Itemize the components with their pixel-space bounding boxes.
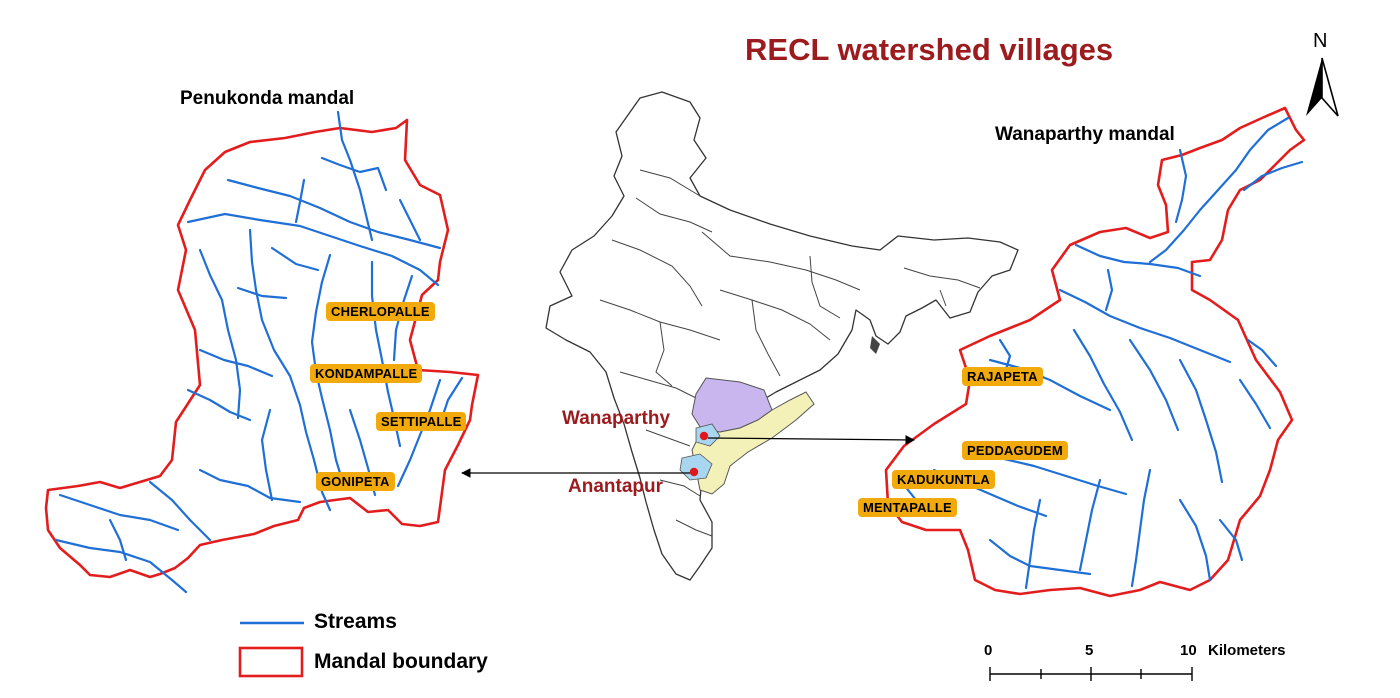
- wanaparthy-mandal-label: Wanaparthy mandal: [995, 124, 1175, 145]
- penukonda-mandal-label: Penukonda mandal: [180, 88, 355, 109]
- anantapur-marker: [689, 467, 699, 477]
- village-label: CHERLOPALLE: [326, 302, 435, 321]
- scale-bar: [989, 667, 1193, 681]
- village-label: MENTAPALLE: [858, 498, 957, 517]
- arrow-to-wanaparthy-mandal: [707, 435, 915, 445]
- village-label: GONIPETA: [316, 472, 395, 491]
- map-title: RECL watershed villages: [745, 32, 1114, 67]
- district-label-wanaparthy: Wanaparthy: [562, 408, 671, 429]
- wanaparthy-marker: [699, 431, 709, 441]
- scale-tick-label: 10: [1180, 642, 1197, 659]
- village-label: KONDAMPALLE: [310, 364, 423, 383]
- village-label: SETTIPALLE: [376, 412, 467, 431]
- legend-streams-label: Streams: [314, 610, 397, 633]
- legend-boundary-symbol: [238, 646, 304, 678]
- village-label: RAJAPETA: [962, 367, 1043, 386]
- india-map: [545, 91, 1019, 581]
- north-arrow-icon: [1306, 57, 1339, 117]
- india-outline: [545, 91, 1019, 581]
- district-label-anantapur: Anantapur: [568, 476, 663, 497]
- scale-unit-label: Kilometers: [1208, 642, 1286, 659]
- andhra-state: [691, 391, 815, 495]
- village-label: PEDDAGUDEM: [962, 441, 1068, 460]
- legend-boundary-label: Mandal boundary: [314, 650, 488, 673]
- penukonda-streams: [54, 110, 464, 594]
- scale-tick-label: 5: [1085, 642, 1094, 659]
- scale-tick-label: 0: [984, 642, 993, 659]
- north-label: N: [1313, 30, 1328, 52]
- wanaparthy-boundary: [884, 106, 1306, 598]
- village-label: KADUKUNTLA: [892, 470, 995, 489]
